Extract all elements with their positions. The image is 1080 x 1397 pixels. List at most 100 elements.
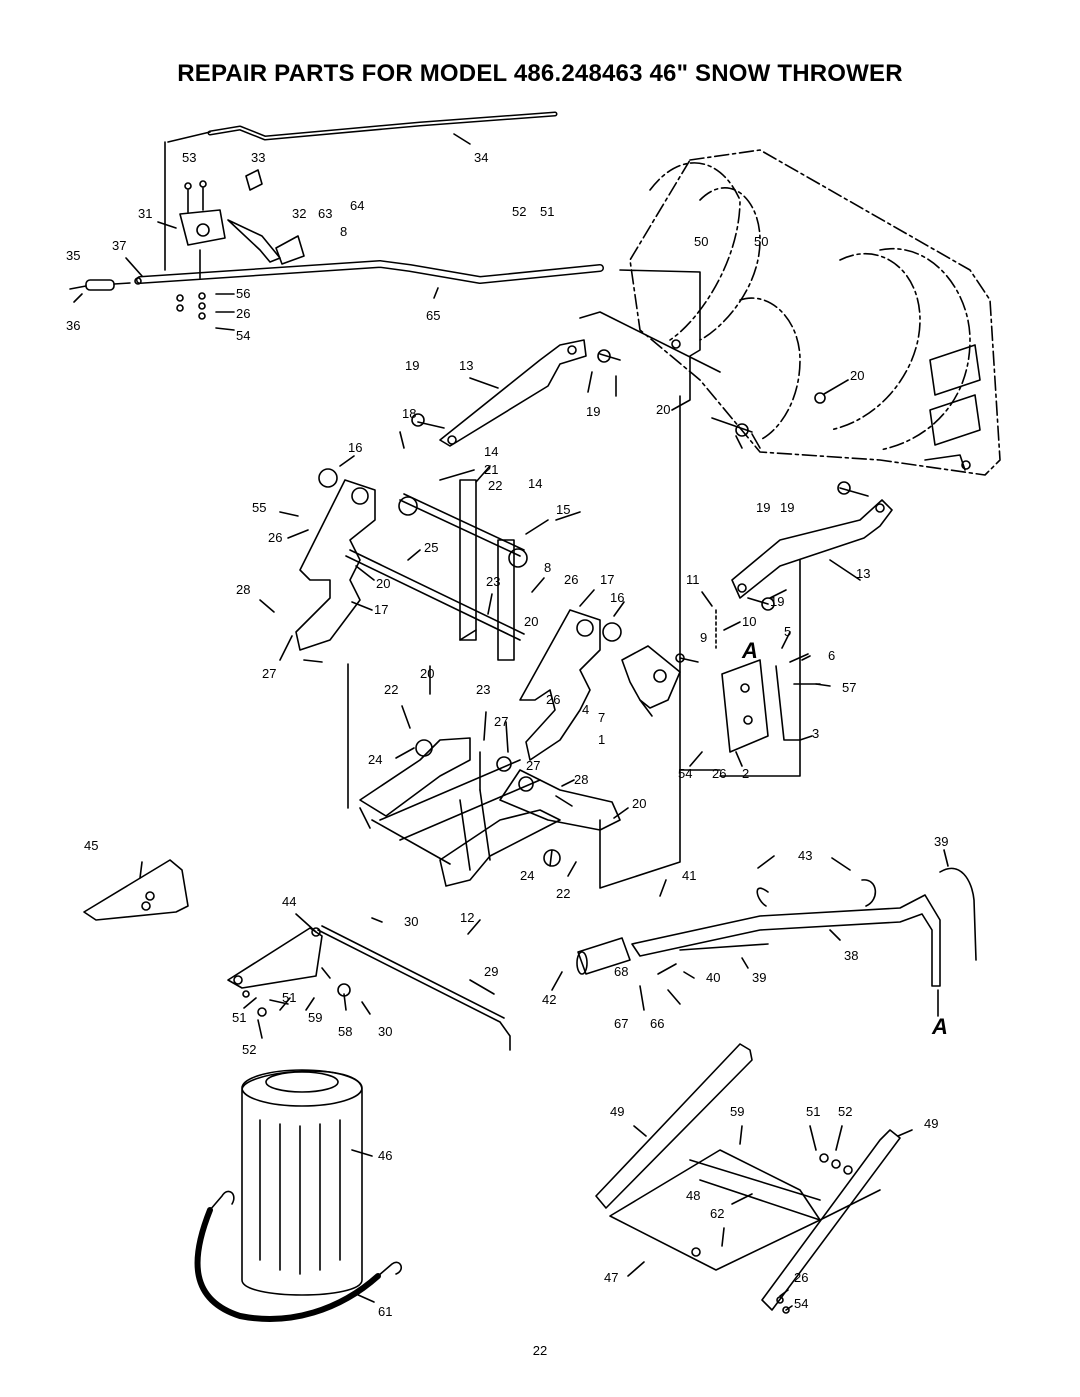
- bracket-2: [721, 659, 769, 753]
- callout-label: 46: [378, 1148, 392, 1163]
- callout-label: 19: [756, 500, 770, 515]
- callout-label: 43: [798, 848, 812, 863]
- callout-label: 49: [924, 1116, 938, 1131]
- callout-label: 10: [742, 614, 756, 629]
- callout-label: 59: [308, 1010, 322, 1025]
- callout-label: 48: [686, 1188, 700, 1203]
- auger-housing: [629, 149, 1001, 476]
- callout-label: 55: [252, 500, 266, 515]
- callout-label: 20: [376, 576, 390, 591]
- callout-label: 32: [292, 206, 306, 221]
- callout-label: 34: [474, 150, 488, 165]
- callout-label: 35: [66, 248, 80, 263]
- callout-label: 26: [712, 766, 726, 781]
- storage-can-46: [241, 1069, 363, 1296]
- callout-label: 66: [650, 1016, 664, 1031]
- callout-label: A: [931, 1014, 948, 1039]
- callout-label: 49: [610, 1104, 624, 1119]
- callout-label: 20: [632, 796, 646, 811]
- callout-label: 1: [598, 732, 605, 747]
- cable-39: [939, 867, 977, 961]
- callout-label: 7: [598, 710, 605, 725]
- callout-label: 3: [812, 726, 819, 741]
- callout-label: 65: [426, 308, 440, 323]
- callout-label: 8: [544, 560, 551, 575]
- lever-44: [227, 927, 323, 989]
- callout-label: 40: [706, 970, 720, 985]
- callout-label: 23: [476, 682, 490, 697]
- callout-label: 47: [604, 1270, 618, 1285]
- callout-label: 21: [484, 462, 498, 477]
- page-number: 22: [532, 1343, 548, 1358]
- callout-label: 57: [842, 680, 856, 695]
- callout-label: 28: [574, 772, 588, 787]
- callout-label: 45: [84, 838, 98, 853]
- callout-label: 18: [402, 406, 416, 421]
- callout-label: 30: [404, 914, 418, 929]
- callout-label: 19: [770, 594, 784, 609]
- callout-label: 19: [405, 358, 419, 373]
- callout-label: 33: [251, 150, 265, 165]
- callout-label: 44: [282, 894, 296, 909]
- bracket-45: [83, 859, 189, 921]
- callout-label: 39: [752, 970, 766, 985]
- tray-47: [609, 1149, 821, 1271]
- callout-label: 52: [838, 1104, 852, 1119]
- callout-label: 20: [524, 614, 538, 629]
- callout-label: 51: [282, 990, 296, 1005]
- callout-label: 15: [556, 502, 570, 517]
- knob-33: [245, 169, 263, 191]
- callout-label: 54: [236, 328, 250, 343]
- pivot-link-1: [621, 645, 681, 709]
- page-title: REPAIR PARTS FOR MODEL 486.248463 46" SN…: [177, 60, 903, 87]
- callout-label: 68: [614, 964, 628, 979]
- callout-label: 52: [242, 1042, 256, 1057]
- callout-label: 26: [268, 530, 282, 545]
- callout-label: 29: [484, 964, 498, 979]
- callout-label: 38: [844, 948, 858, 963]
- callout-label: 22: [488, 478, 502, 493]
- callout-label: 52: [512, 204, 526, 219]
- callout-label: 27: [526, 758, 540, 773]
- callout-label: 17: [600, 572, 614, 587]
- callout-label: 22: [556, 886, 570, 901]
- callout-label: 5: [784, 624, 791, 639]
- side-plate-17b: [519, 609, 601, 761]
- callout-label: 54: [678, 766, 692, 781]
- grip-42: [577, 937, 631, 975]
- lift-link-13: [439, 339, 587, 447]
- callout-label: 27: [262, 666, 276, 681]
- callout-label: 51: [232, 1010, 246, 1025]
- callout-label: 28: [236, 582, 250, 597]
- shaft-25: [345, 555, 521, 641]
- callout-label: 16: [610, 590, 624, 605]
- callout-label: 19: [780, 500, 794, 515]
- callout-label: 54: [794, 1296, 808, 1311]
- callout-label: 42: [542, 992, 556, 1007]
- callout-label: 4: [582, 702, 589, 717]
- callout-label: 39: [934, 834, 948, 849]
- rod-29: [317, 929, 511, 1051]
- callout-label: 59: [730, 1104, 744, 1119]
- bracket-31: [179, 209, 226, 246]
- side-plate-17: [295, 479, 376, 651]
- handle-38: [631, 894, 941, 987]
- callout-label: 19: [586, 404, 600, 419]
- callout-label: 50: [754, 234, 768, 249]
- callout-label: 63: [318, 206, 332, 221]
- callout-label: 17: [374, 602, 388, 617]
- callout-label: 41: [682, 868, 696, 883]
- callout-label: 26: [546, 692, 560, 707]
- callout-label: 14: [484, 444, 498, 459]
- handle-35: [85, 279, 115, 291]
- callout-label: 27: [494, 714, 508, 729]
- callout-label: 16: [348, 440, 362, 455]
- callout-label: 25: [424, 540, 438, 555]
- callout-label: 30: [378, 1024, 392, 1039]
- callout-label: 20: [850, 368, 864, 383]
- bungee-61: [194, 1207, 381, 1322]
- callout-label: 36: [66, 318, 80, 333]
- callout-label: 12: [460, 910, 474, 925]
- chute-control-32: [227, 219, 281, 263]
